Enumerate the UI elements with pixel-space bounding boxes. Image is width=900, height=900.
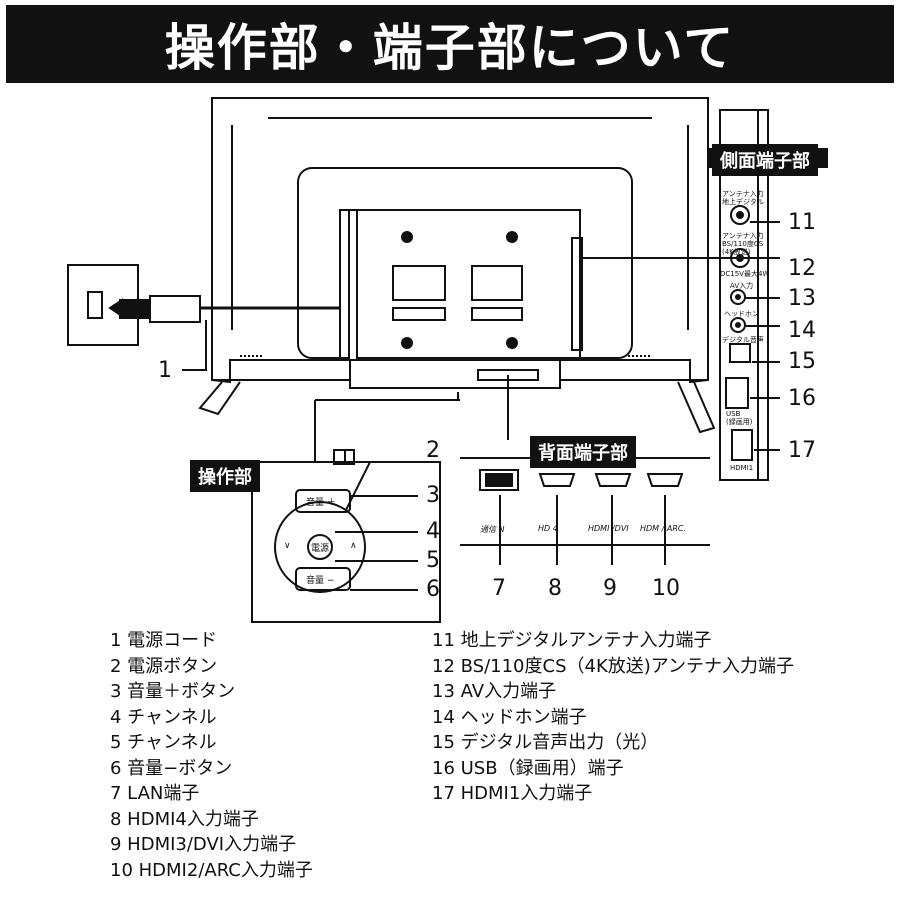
callout-13: 13 — [788, 286, 816, 311]
side-label-optical: デジタル音声 — [722, 336, 764, 344]
control-dial — [274, 501, 366, 593]
hdmi4-jack — [538, 473, 576, 487]
legend-item: 14 ヘッドホン端子 — [432, 706, 587, 728]
ch-down-label: ∨ — [284, 541, 291, 551]
left-stand — [198, 381, 241, 416]
legend-item: 13 AV入力端子 — [432, 681, 557, 702]
legend-item: 10 HDMI2/ARC入力端子 — [110, 859, 313, 881]
legend-item: 4 チャンネル — [110, 706, 217, 728]
legend-item: 17 HDMI1入力端子 — [432, 783, 593, 804]
callout-3: 3 — [426, 483, 440, 508]
legend-item: 6 音量−ボタン — [110, 757, 233, 779]
control-panel-tag: 操作部 — [190, 460, 260, 492]
rear-label-hdmi3: HDMI /DVI — [588, 524, 629, 533]
legend-item: 7 LAN端子 — [110, 783, 200, 804]
callout-11: 11 — [788, 210, 816, 235]
rear-terminals-tag: 背面端子部 — [530, 436, 636, 468]
legend-item: 16 USB（録画用）端子 — [432, 757, 624, 779]
side-label-dc-out: DC15V最大4W — [720, 270, 770, 278]
rear-label-hdmi4: HD 4 — [538, 524, 558, 533]
title-banner: 操作部・端子部について — [6, 5, 894, 83]
legend-item: 1 電源コード — [110, 630, 218, 651]
page-title: 操作部・端子部について — [164, 19, 736, 77]
callout-17: 17 — [788, 438, 816, 463]
side-label-headphone: ヘッドホン — [724, 310, 759, 318]
legend-item: 11 地上デジタルアンテナ入力端子 — [432, 630, 712, 651]
rear-label-lan: 通信 N — [480, 525, 505, 534]
callout-15: 15 — [788, 349, 816, 374]
side-label-usb: USB (録画用) — [726, 410, 753, 426]
rear-label-hdmi2: HDM / ARC. — [640, 524, 687, 533]
callout-7: 7 — [492, 576, 506, 601]
legend-item: 15 デジタル音声出力（光） — [432, 732, 659, 753]
callout-6: 6 — [426, 577, 440, 602]
side-label-antenna-terrestrial: アンテナ入力 地上デジタル — [722, 190, 764, 206]
hdmi3-jack — [594, 473, 632, 487]
side-terminal-panel — [719, 109, 769, 481]
tv-back-shell — [211, 97, 709, 389]
legend-left: 1 電源コード 2 電源ボタン 3 音量＋ボタン 4 チャンネル 5 チャンネル… — [110, 628, 313, 883]
vol-up-label: 音量 ＋ — [306, 498, 336, 508]
side-label-antenna-bs: アンテナ入力 BS/110度CS (4K放送) — [722, 232, 764, 256]
legend-item: 12 BS/110度CS（4K放送)アンテナ入力端子 — [432, 655, 795, 677]
tv-inner-back — [339, 209, 581, 361]
tv-upper-panel — [297, 167, 633, 359]
legend-item: 2 電源ボタン — [110, 655, 218, 677]
callout-4: 4 — [426, 519, 440, 544]
vol-down-label: 音量 − — [306, 576, 335, 586]
lan-jack — [479, 469, 519, 491]
callout-10: 10 — [652, 576, 680, 601]
callout-5: 5 — [426, 548, 440, 573]
callout-14: 14 — [788, 318, 816, 343]
callout-2: 2 — [426, 438, 440, 463]
callout-9: 9 — [603, 576, 617, 601]
callout-1: 1 — [158, 358, 172, 383]
side-label-hdmi1: HDMI1 — [730, 464, 754, 472]
legend-right: 11 地上デジタルアンテナ入力端子 12 BS/110度CS（4K放送)アンテナ… — [432, 628, 794, 807]
right-stand — [677, 381, 716, 434]
side-terminals-tag: 側面端子部 — [712, 144, 818, 176]
ch-up-label: ∧ — [350, 541, 357, 551]
legend-item: 8 HDMI4入力端子 — [110, 808, 259, 830]
legend-item: 3 音量＋ボタン — [110, 681, 236, 702]
callout-12: 12 — [788, 256, 816, 281]
callout-8: 8 — [548, 576, 562, 601]
side-label-av-in: AV入力 — [730, 282, 754, 290]
control-panel-body — [251, 461, 441, 623]
legend-item: 9 HDMI3/DVI入力端子 — [110, 834, 297, 855]
callout-16: 16 — [788, 386, 816, 411]
hdmi2-jack — [646, 473, 684, 487]
power-label: 電源 — [311, 544, 330, 554]
legend-item: 5 チャンネル — [110, 732, 217, 753]
